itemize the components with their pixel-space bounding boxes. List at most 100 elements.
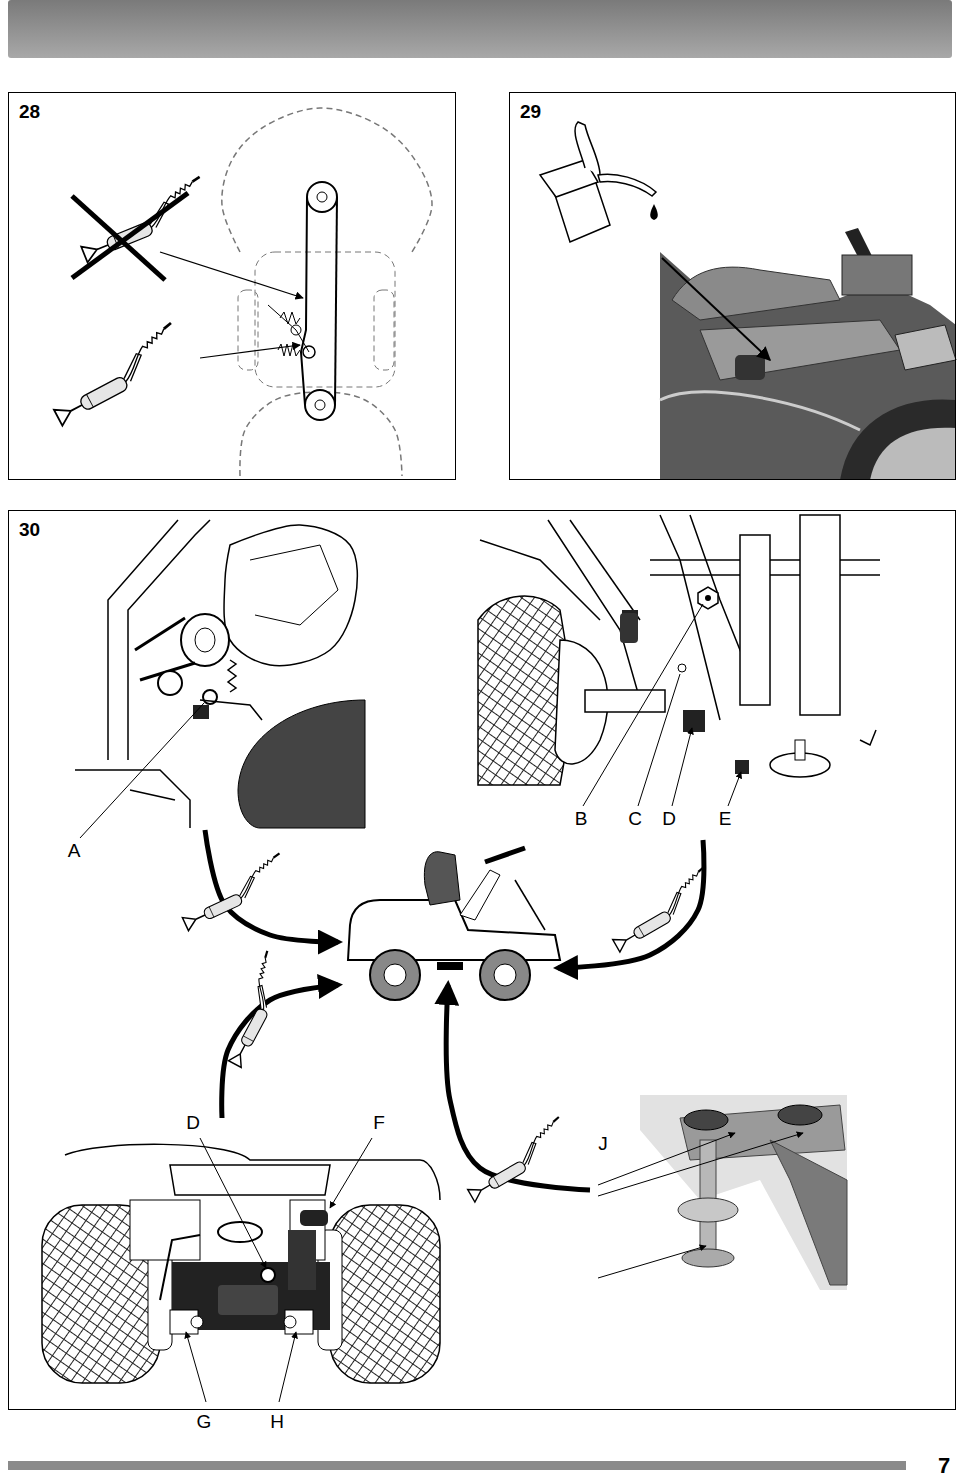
illustration-part [638,926,644,936]
figure-number: 30 [19,519,40,542]
console [842,255,912,295]
leader-line [583,604,703,806]
flow-arrow [558,840,704,968]
frame-beam [800,515,840,715]
outline [108,520,178,760]
pulley [181,614,229,666]
pulley-hub [315,400,325,410]
illustration-part [163,323,172,329]
illustration-part [553,1117,560,1122]
seat [672,267,840,320]
illustration-part [54,397,86,426]
leader-line [200,1138,266,1268]
callout-letter: J [596,1133,610,1154]
callout-letter: A [66,840,83,861]
illustration-part [460,870,500,920]
washer [678,1198,738,1222]
illustration-part [515,880,545,930]
pivot [285,1310,313,1334]
cross-mark [72,193,188,278]
figure-number: 29 [520,101,541,124]
grease-gun [604,867,720,952]
grease-gun [44,323,190,426]
outline [255,252,395,387]
callout-letter: C [626,808,644,829]
illustration-part [231,858,283,899]
illustration-part [494,964,516,986]
grease-nipple [678,664,686,672]
callout-letter: E [717,808,734,829]
illustration-part [182,908,208,930]
tractor-body [660,252,956,480]
frame-beam [740,535,770,705]
illustration-part [192,177,201,182]
pulley [305,390,335,420]
nut [698,587,718,609]
illustration-part [598,174,656,196]
illustration-part [87,394,94,407]
illustration-part [468,1179,494,1202]
illustration-part [79,375,129,411]
stem [795,740,805,760]
leader-line [638,674,680,806]
spindle [700,1140,716,1250]
illustration-part [650,204,658,220]
page-number: 7 [936,1454,952,1478]
illustration-part [575,122,600,175]
leader-line [598,1133,803,1196]
bumper [170,1165,330,1195]
wheel-outline [374,290,394,370]
wheel-outline [238,290,258,370]
pointer-arrow [200,345,300,358]
leader-line [330,1138,372,1208]
header-bar [8,0,952,58]
joint [735,760,749,774]
illustration-part [437,962,463,970]
callout-letter: H [268,1411,286,1432]
tractor [348,848,560,1000]
pipe [218,1222,262,1242]
deck-ground [640,1095,847,1290]
grease-nipple [705,595,711,601]
pulley-hub [195,628,215,652]
cylinder-end [300,1210,328,1226]
outline [335,197,337,405]
illustration-part [613,929,639,952]
illustration-part [513,1122,565,1165]
pointer-arrow [160,252,303,298]
outline [200,700,262,720]
illustration-part [384,964,406,986]
callout-letter: D [660,808,678,829]
leader-line [80,703,204,838]
illustration-part [424,852,460,905]
illustration-part [240,1007,269,1047]
illustration-part [264,951,269,958]
figure-panel: 30 [8,510,956,1410]
outline [224,525,357,666]
rim [870,428,956,480]
leader-line [598,1246,706,1278]
leader-line [728,772,741,806]
leader-line [186,1332,206,1402]
flow-arrow [205,830,338,942]
pulley [307,182,337,212]
callout-letter: G [195,1411,214,1432]
grease-gun [175,853,293,930]
outline [250,545,338,625]
bushing [620,613,638,643]
cylinder [288,1230,316,1290]
illustration-part [203,893,244,920]
illustration-part [243,1036,253,1041]
outline [130,790,175,800]
pointer-arrow [662,258,770,360]
outline [135,618,185,650]
illustration-part [273,853,280,857]
illustration-part [480,950,530,1000]
illustration-part [229,1042,252,1068]
outline [480,540,600,620]
outline [65,1144,440,1200]
illustration-part [370,950,420,1000]
outline [222,108,432,252]
wheel [840,399,956,480]
